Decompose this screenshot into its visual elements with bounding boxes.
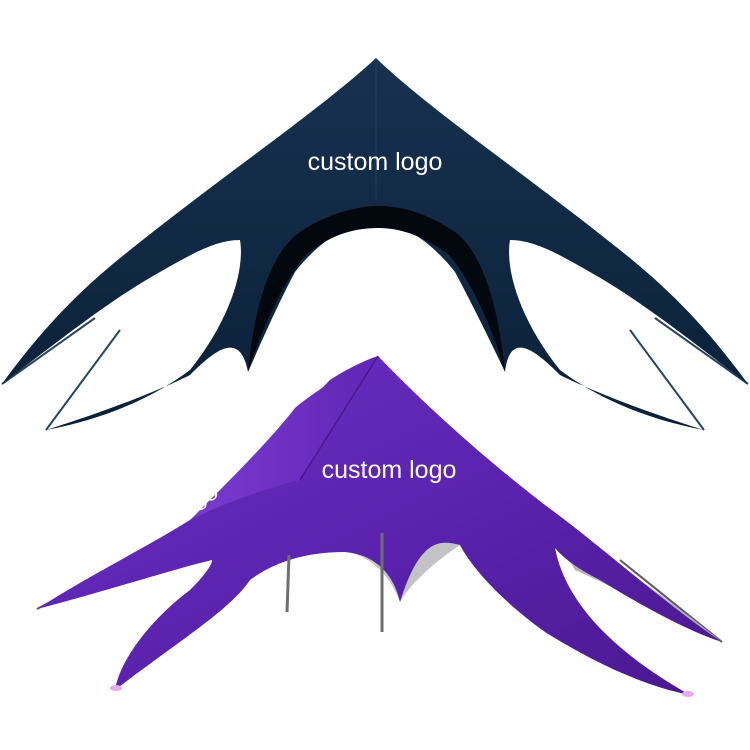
navy-tent-logo-text: custom logo (308, 148, 443, 176)
tent-guy-ropes (1, 317, 749, 431)
purple-tent-canopy (37, 356, 722, 695)
navy-star-tent: custom logo (1, 58, 749, 431)
purple-tent-front-logo-text: custom logo (322, 456, 457, 484)
purple-tent-ridge (299, 355, 379, 481)
navy-tent-inner-shadow (248, 206, 505, 372)
purple-tent-side-panel (190, 356, 378, 520)
purple-star-tent: custom logo custom logo (36, 355, 723, 697)
navy-tent-canopy (2, 58, 748, 430)
tent-anchor-right (682, 691, 694, 697)
tent-anchor-left (110, 685, 122, 691)
tent-poles (285, 533, 384, 632)
